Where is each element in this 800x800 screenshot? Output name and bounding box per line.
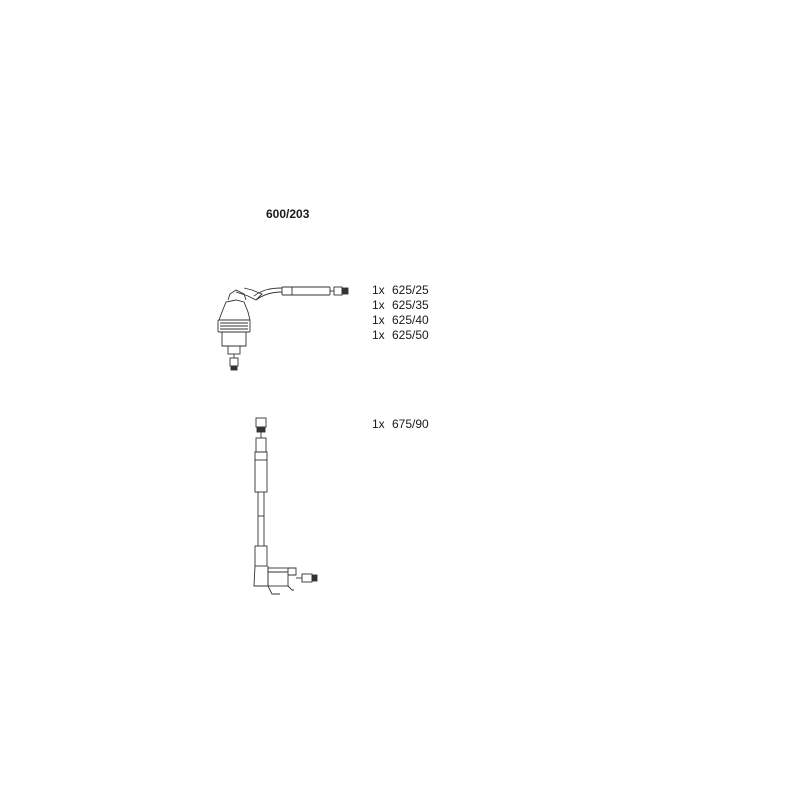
item-quantity: 1x — [372, 283, 385, 297]
lower-lead-parts-list: 1x 675/90 — [372, 417, 429, 432]
item-reference: 675/90 — [392, 417, 429, 431]
item-quantity: 1x — [372, 417, 385, 431]
item-reference: 625/40 — [392, 313, 429, 327]
parts-list-item: 1x 625/40 — [372, 313, 429, 328]
lower-ignition-lead-drawing — [253, 417, 318, 595]
parts-list-item: 1x 625/25 — [372, 283, 429, 298]
item-quantity: 1x — [372, 328, 385, 342]
kit-part-number: 600/203 — [266, 207, 310, 221]
parts-list-item: 1x 625/50 — [372, 328, 429, 343]
parts-list-item: 1x 675/90 — [372, 417, 429, 432]
item-reference: 625/25 — [392, 283, 429, 297]
item-quantity: 1x — [372, 313, 385, 327]
item-reference: 625/35 — [392, 298, 429, 312]
parts-list-item: 1x 625/35 — [372, 298, 429, 313]
upper-lead-parts-list: 1x 625/25 1x 625/35 1x 625/40 1x 625/50 — [372, 283, 429, 343]
upper-ignition-lead-drawing — [217, 286, 349, 371]
item-quantity: 1x — [372, 298, 385, 312]
item-reference: 625/50 — [392, 328, 429, 342]
